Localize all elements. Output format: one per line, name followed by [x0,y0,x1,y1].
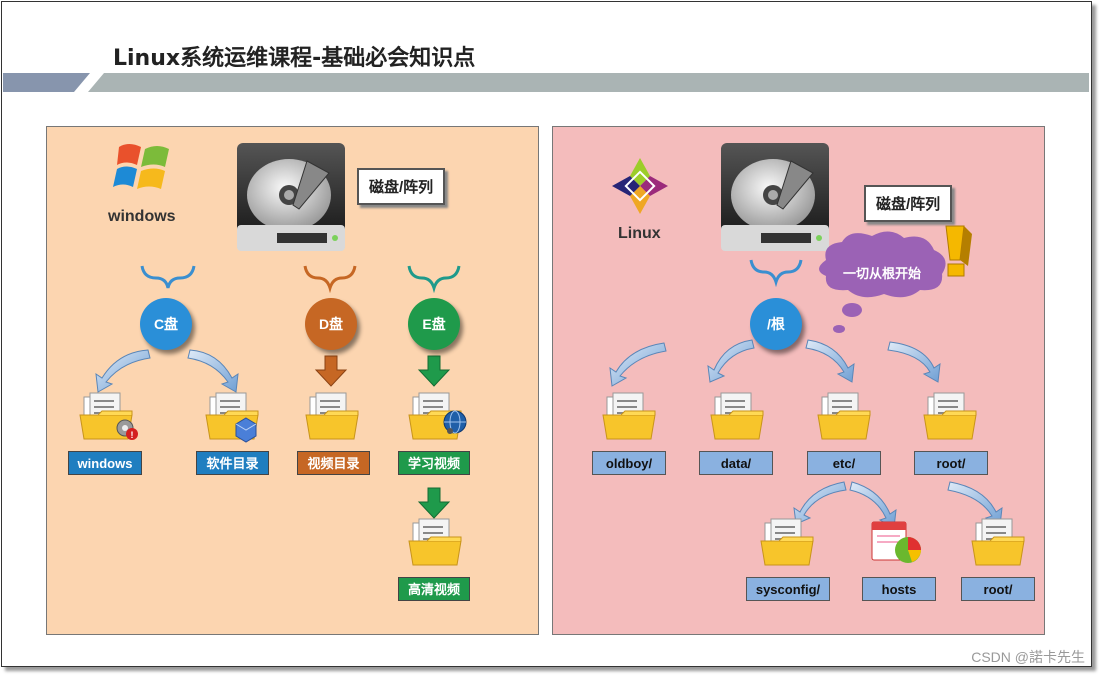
folder-icon [971,518,1025,566]
folder-label-sysconfig: sysconfig/ [746,577,830,601]
globe-icon [443,410,467,434]
windows-os-label: windows [108,208,176,225]
folder-label-data: data/ [699,451,773,475]
folder-label-software: 软件目录 [196,451,269,475]
windows-disk-label: 磁盘/阵列 [357,168,446,205]
file-label-hosts: hosts [862,577,936,601]
document-chart-icon [871,521,921,563]
folder-label-hd-video: 高清视频 [398,577,470,601]
windows-logo-icon [113,144,169,189]
folder-icon [408,518,462,566]
drive-c-node: C盘 [140,298,192,350]
folder-label-root-sub: root/ [961,577,1035,601]
thought-cloud-icon [819,231,946,333]
svg-text:!: ! [131,430,134,440]
folder-icon [710,392,764,440]
linux-os-label: Linux [618,225,661,242]
folder-label-root: root/ [914,451,988,475]
gear-icon: ! [116,419,138,440]
folder-label-windows: windows [68,451,142,475]
cube-icon [235,417,257,443]
hard-disk-icon [720,142,830,252]
root-node: /根 [750,298,802,350]
linux-disk-label: 磁盘/阵列 [864,185,953,222]
watermark: CSDN @諾卡先生 [971,649,1085,665]
folder-label-etc: etc/ [807,451,881,475]
exclamation-icon [945,225,972,277]
folder-icon [602,392,656,440]
folder-label-study-video: 学习视频 [398,451,470,475]
folder-label-oldboy: oldboy/ [592,451,666,475]
centos-logo-icon [612,158,668,214]
drive-e-node: E盘 [408,298,460,350]
page-title: Linux系统运维课程-基础必会知识点 [113,46,476,71]
cloud-text: 一切从根开始 [843,266,922,281]
hard-disk-icon [236,142,346,252]
drive-d-node: D盘 [305,298,357,350]
folder-icon [760,518,814,566]
folder-icon [817,392,871,440]
folder-label-video: 视频目录 [297,451,370,475]
folder-icon [305,392,359,440]
folder-icon [923,392,977,440]
